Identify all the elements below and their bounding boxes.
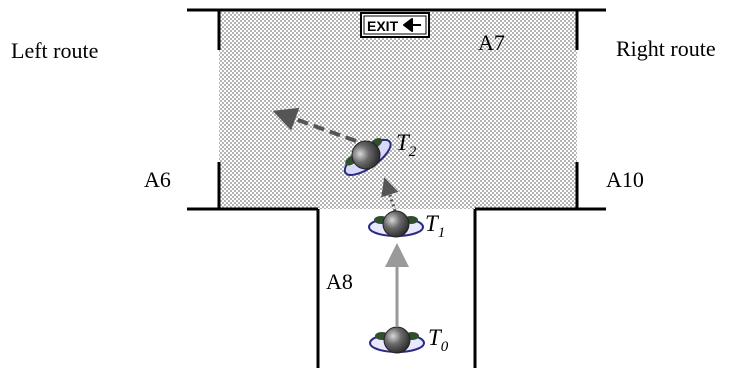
area-label-a6: A6	[144, 167, 171, 192]
right-route-label: Right route	[616, 36, 716, 61]
agent-t1	[368, 210, 424, 238]
time-label-t1: T1	[425, 211, 445, 241]
arrow-t2-to-left	[272, 107, 357, 143]
time-label-t0: T0	[428, 325, 449, 355]
area-label-a7: A7	[478, 30, 505, 55]
left-route-label: Left route	[11, 38, 98, 63]
exit-sign: EXIT	[360, 12, 430, 38]
arrow-left-icon	[403, 18, 421, 32]
area-label-a8: A8	[326, 269, 353, 294]
arrow-t1-to-t2	[381, 177, 399, 212]
agent-t2	[343, 137, 392, 176]
agent-t0	[369, 326, 425, 354]
exit-sign-text: EXIT	[367, 18, 399, 34]
walls	[187, 8, 606, 368]
time-label-t2: T2	[396, 130, 417, 160]
area-label-a10: A10	[606, 167, 644, 192]
hall-area-a7	[219, 12, 577, 209]
